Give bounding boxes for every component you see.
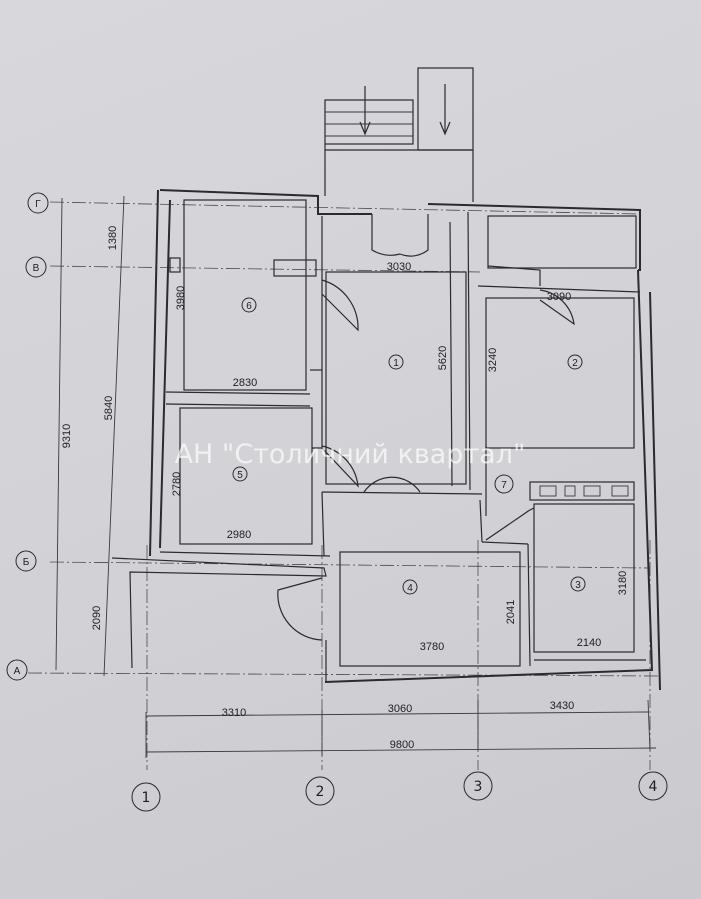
room-2-outline — [485, 297, 635, 449]
doors — [277, 214, 575, 641]
loggia-outline — [111, 557, 327, 669]
dim-2041: 2041 — [505, 600, 517, 624]
room-label-2: 2 — [572, 358, 578, 369]
walls — [111, 189, 661, 691]
dim-3180: 3180 — [617, 571, 629, 595]
room-bubble-7 — [494, 474, 514, 494]
room-label-1: 1 — [393, 358, 399, 369]
row-bubbles: Г В Б А — [6, 192, 49, 681]
axis-bubble-v — [25, 256, 47, 278]
axis-line-a — [27, 672, 661, 677]
dim-3310: 3310 — [222, 707, 246, 719]
dim-2090: 2090 — [91, 606, 103, 630]
stair-flight-left — [324, 99, 414, 145]
dim-2140: 2140 — [577, 637, 601, 649]
room-bubble-5 — [232, 466, 248, 482]
dimension-labels: 9310 1380 5840 2090 3310 3060 3430 9800 … — [61, 226, 629, 751]
room-label-3: 3 — [575, 580, 581, 591]
door-room-6 — [321, 279, 359, 332]
dim-3980: 3980 — [175, 286, 187, 310]
room-bubble-4 — [402, 579, 418, 595]
room-label-4: 4 — [407, 583, 413, 594]
axis-label-3: 3 — [474, 779, 483, 795]
dim-5840: 5840 — [103, 396, 115, 420]
watermark: АН "Столичний квартал" — [175, 439, 526, 470]
room-labels: 1 2 3 4 5 6 7 — [232, 297, 586, 595]
room-bubble-2 — [567, 354, 583, 370]
axis-bubble-3 — [463, 771, 493, 801]
room-label-6: 6 — [246, 301, 252, 312]
room-label-7: 7 — [501, 480, 507, 491]
axis-bubble-b — [15, 550, 37, 572]
axis-label-1: 1 — [142, 790, 151, 806]
dim-2780: 2780 — [171, 472, 183, 496]
dim-3780: 3780 — [420, 641, 444, 653]
door-room-5 — [321, 445, 359, 488]
dim-3030: 3030 — [387, 261, 411, 273]
room-6-outline — [183, 199, 307, 391]
door-loggia — [277, 577, 323, 641]
room-bubble-6 — [241, 297, 257, 313]
door-entry-right — [399, 214, 429, 257]
axis-bubble-2 — [305, 776, 335, 806]
dim-2980: 2980 — [227, 529, 251, 541]
dim-9310: 9310 — [61, 424, 73, 448]
axis-label-b: Б — [23, 557, 30, 568]
door-room-4 — [363, 476, 421, 493]
room-label-5: 5 — [237, 470, 243, 481]
room-5-outline — [179, 407, 313, 545]
axis-label-2: 2 — [316, 784, 325, 800]
room-3-outline — [533, 503, 635, 653]
door-room-2 — [539, 289, 575, 326]
door-entry-left — [371, 214, 401, 256]
axis-line-g — [49, 201, 641, 215]
room-bubble-1 — [388, 354, 404, 370]
axis-bubble-4 — [638, 771, 668, 801]
axis-bubble-g — [27, 192, 49, 214]
dim-2830: 2830 — [233, 377, 257, 389]
staircase — [324, 67, 474, 202]
dim-3430: 3430 — [550, 700, 574, 712]
dimension-lines — [55, 195, 657, 758]
axis-line-v — [49, 265, 481, 273]
room-4-outline — [339, 551, 521, 667]
axis-line-b — [49, 561, 651, 569]
dim-3090: 3090 — [547, 291, 571, 303]
axis-label-g: Г — [35, 199, 41, 210]
door-room-3 — [485, 507, 535, 541]
room-bubble-3 — [570, 576, 586, 592]
axis-label-v: В — [33, 263, 40, 274]
axis-bubble-a — [6, 659, 28, 681]
axis-bubble-1 — [131, 782, 161, 812]
axis-label-a: А — [14, 666, 21, 677]
room-1-outline — [325, 271, 467, 485]
column-bubbles: 1 2 3 4 — [131, 771, 668, 812]
dim-3240: 3240 — [487, 348, 499, 372]
dim-5620: 5620 — [437, 346, 449, 370]
dim-1380: 1380 — [107, 226, 119, 250]
dim-3060: 3060 — [388, 703, 412, 715]
dim-9800: 9800 — [390, 739, 414, 751]
axis-label-4: 4 — [649, 779, 658, 795]
closet-shelf — [529, 481, 635, 501]
